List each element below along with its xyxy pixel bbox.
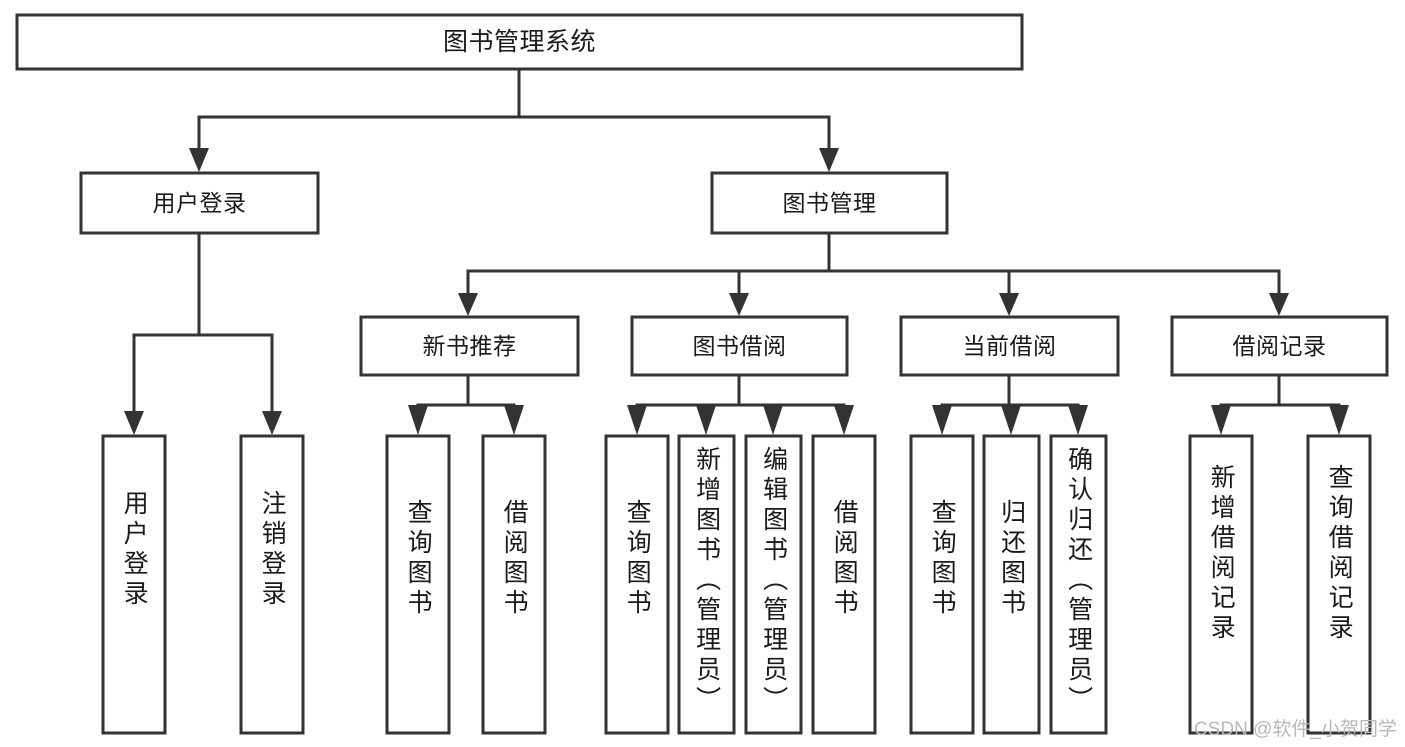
leaf-box-query-book-c[interactable] <box>909 434 975 735</box>
arrowhead-book-borrow-leaf-3 <box>763 405 783 435</box>
node-box-new-book-recommend[interactable] <box>359 315 580 377</box>
arrowhead-user-login-leaf-2 <box>262 411 282 435</box>
leaf-box-user-login[interactable] <box>101 434 167 735</box>
leaf-box-borrow-book-a[interactable] <box>481 434 547 735</box>
leaf-box-add-borrow-record[interactable] <box>1188 434 1254 735</box>
node-box-root[interactable] <box>15 13 1024 71</box>
node-box-book-manage[interactable] <box>710 171 949 235</box>
leaf-box-query-book-a[interactable] <box>385 434 451 735</box>
leaf-box-return-book[interactable] <box>982 434 1041 735</box>
leaf-box-edit-book-admin[interactable] <box>744 434 803 735</box>
arrowhead-root-to-book-manage <box>819 148 839 172</box>
arrowhead-book-manage-child-2 <box>729 293 749 316</box>
arrowhead-book-manage-child-3 <box>999 293 1019 316</box>
arrowhead-current-borrow-leaf-1 <box>932 405 952 435</box>
leaf-box-confirm-return[interactable] <box>1049 434 1108 735</box>
arrowhead-new-book-leaf-2 <box>504 405 524 435</box>
node-box-current-borrow[interactable] <box>899 315 1120 377</box>
arrowhead-borrow-record-leaf-1 <box>1211 405 1231 435</box>
arrowhead-current-borrow-leaf-2 <box>1001 405 1021 435</box>
leaf-box-query-book-b[interactable] <box>604 434 670 735</box>
arrowhead-book-borrow-leaf-4 <box>834 405 854 435</box>
arrowhead-book-borrow-leaf-2 <box>696 405 716 435</box>
arrowhead-current-borrow-leaf-3 <box>1068 405 1088 435</box>
node-box-user-login[interactable] <box>79 171 320 235</box>
arrowhead-user-login-leaf-1 <box>124 411 144 435</box>
node-box-book-borrow[interactable] <box>630 315 849 377</box>
leaf-box-logout-login[interactable] <box>239 434 305 735</box>
arrowhead-new-book-leaf-1 <box>408 405 428 435</box>
leaf-box-add-book-admin[interactable] <box>677 434 736 735</box>
node-box-borrow-record[interactable] <box>1170 315 1389 377</box>
leaf-box-query-borrow-record[interactable] <box>1306 434 1372 735</box>
arrowhead-book-borrow-leaf-1 <box>627 405 647 435</box>
arrowhead-book-manage-child-4 <box>1269 293 1289 316</box>
arrowhead-book-manage-child-1 <box>458 293 478 316</box>
leaf-box-borrow-book-b[interactable] <box>811 434 877 735</box>
arrowhead-borrow-record-leaf-2 <box>1329 405 1349 435</box>
csdn-watermark: CSDN @软件_小贺同学 <box>1194 719 1397 740</box>
arrowhead-root-to-user-login <box>189 148 209 172</box>
